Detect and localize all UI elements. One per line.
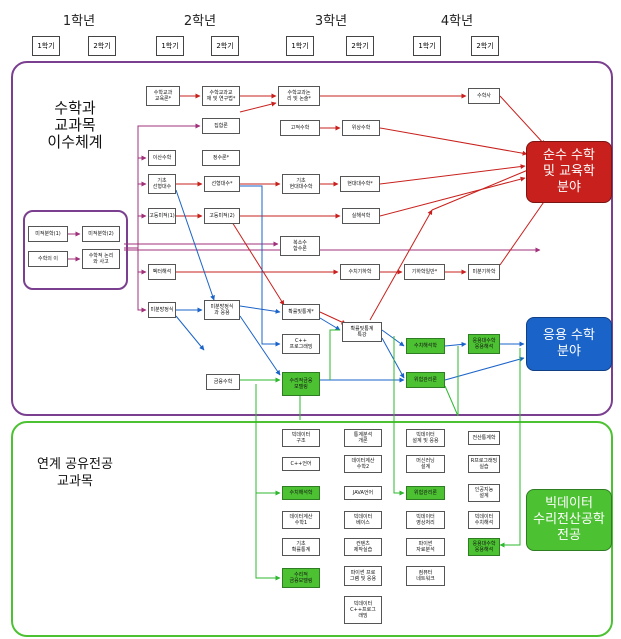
course-box: 컨텐츠 제작실습 [344, 538, 382, 556]
course-box: 파이썬 프로 그램 및 응용 [344, 566, 382, 586]
course-box: 이산수학 [148, 150, 176, 166]
course-box-highlighted: 응용대수학 응용해석 [468, 334, 500, 354]
course-box: 수학사 [468, 88, 500, 104]
semester-label: 2학기 [346, 36, 374, 56]
course-box-highlighted: 수리적금융 모델링 [282, 372, 320, 396]
course-box: 컴퓨터 네트워크 [406, 566, 445, 586]
course-box: 정수론* [202, 150, 240, 166]
course-box: 통계분석 개론 [344, 429, 382, 447]
semester-label: 1학기 [413, 36, 441, 56]
upper-panel [11, 61, 613, 416]
course-box: 수학교과논 리 및 논술* [278, 86, 320, 106]
course-box: 기초 현대대수학 [282, 174, 320, 194]
course-box: 빅데이터 구조 [282, 429, 320, 447]
course-box: 수학교과교 재 및 연구법* [202, 86, 240, 106]
course-box: 집합론 [202, 118, 240, 134]
semester-label: 1학기 [286, 36, 314, 56]
course-box: 고적수학 [280, 120, 320, 136]
course-box-highlighted: 수치해석학 [282, 486, 320, 500]
course-box: 확률및통계 특강 [342, 322, 382, 342]
course-box: 복소수 함수론 [280, 236, 320, 256]
course-box: C++ 프로그래밍 [282, 334, 320, 354]
course-box: 파이썬 자료분석 [406, 538, 445, 556]
course-box: 금융수학 [206, 374, 240, 390]
course-box: 수학적 논리 와 사고 [82, 249, 120, 269]
course-box: 고등미적(1) [148, 208, 176, 224]
applied-math-field: 응용 수학 분야 [526, 317, 612, 371]
course-box: 기하학일반* [404, 264, 445, 280]
course-box-highlighted: 응용대수학 응용해석 [468, 538, 500, 556]
course-box: 기초 선형대수 [148, 174, 176, 194]
course-box: 빅데이터 C++프로그 래밍 [344, 596, 382, 624]
course-box-highlighted: 위험관리론 [406, 372, 445, 388]
course-box: 미분방정식 과 응용 [204, 300, 240, 320]
year-3-label: 3학년 [314, 14, 348, 29]
course-box: JAVA언어 [344, 486, 382, 500]
course-box: 빅데이터 영상처리 [406, 511, 445, 529]
semester-label: 2학기 [471, 36, 499, 56]
course-box: 머신러닝 설계 [406, 455, 445, 473]
year-1-label: 1학년 [62, 14, 96, 29]
course-box-highlighted: 수리적 금융모델링 [282, 568, 320, 588]
upper-panel-title: 수학과 교과목 이수체계 [47, 99, 103, 151]
semester-label: 1학기 [156, 36, 184, 56]
course-box: 데이터계산 수학2 [344, 455, 382, 473]
course-box: 위상수학 [342, 120, 380, 136]
course-box: 수치기하학 [340, 264, 380, 280]
course-box: 빅데이터 수치해석 [468, 511, 500, 529]
course-box-highlighted: 수치해석학 [406, 338, 445, 354]
course-box: 전산통계학 [468, 431, 500, 445]
lower-panel [11, 421, 613, 637]
course-box: 미적분학(2) [82, 226, 120, 242]
course-box: 미분기하학 [468, 264, 500, 280]
course-box: 벡터해석 [148, 264, 176, 280]
course-box: 확률및통계* [282, 304, 320, 320]
semester-label: 2학기 [211, 36, 239, 56]
course-box: 고등미적(2) [204, 208, 240, 224]
course-box: 실해석학 [342, 208, 380, 224]
course-box: 인공지능 설계 [468, 484, 500, 502]
course-box: 현대대수학* [340, 176, 380, 192]
course-box: 데이터계산 수학1 [282, 511, 320, 529]
year-4-label: 4학년 [440, 14, 474, 29]
course-box-highlighted: 위험관리론 [406, 486, 445, 500]
course-box: 기초 확률통계 [282, 538, 320, 556]
course-box: 미분방정식 [148, 302, 176, 318]
course-box: 선형대수* [204, 176, 240, 192]
year-2-label: 2학년 [183, 14, 217, 29]
pure-math-field: 순수 수학 및 교육학 분야 [526, 141, 612, 203]
course-box: 미적분학(1) [28, 226, 68, 242]
bigdata-major-field: 빅데이터 수리전산공학 전공 [526, 489, 612, 551]
course-box: 수학의 이 [28, 251, 68, 267]
lower-panel-title: 연계 공유전공 교과목 [37, 457, 113, 489]
course-box: 수학교과 교육론* [146, 86, 180, 106]
course-box: C++언어 [282, 457, 320, 471]
semester-label: 1학기 [32, 36, 60, 56]
semester-label: 2학기 [88, 36, 116, 56]
course-box: R프로그래밍 실습 [468, 455, 500, 473]
course-box: 빅데이터 베이스 [344, 511, 382, 529]
course-box: 빅데이터 설계 및 응용 [406, 429, 445, 447]
